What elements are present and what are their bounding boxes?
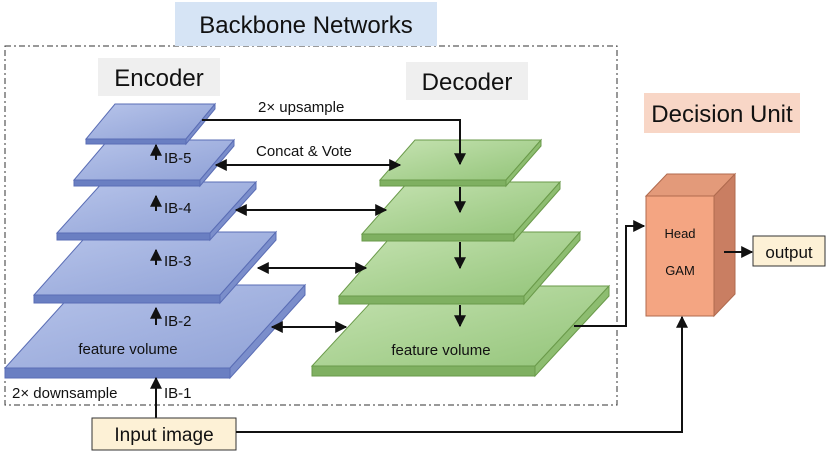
- downsample-label: 2× downsample: [12, 385, 117, 402]
- decoder-feature-volume: feature volume: [391, 342, 490, 359]
- output-label: output: [765, 243, 813, 262]
- input-image-box: [91, 417, 237, 451]
- input-image-label: Input image: [114, 425, 213, 446]
- decoder-to-head-arrow: [574, 220, 646, 327]
- ib3-label: IB-3: [164, 253, 192, 270]
- upsample-label: 2× upsample: [258, 99, 344, 116]
- decoder-title-bg: [406, 62, 528, 100]
- output-box: [752, 235, 826, 267]
- ib1-label: IB-1: [164, 385, 192, 402]
- decision-title: Decision Unit: [651, 101, 793, 128]
- decoder-title: Decoder: [422, 69, 513, 96]
- encoder-title: Encoder: [114, 65, 203, 92]
- ib4-label: IB-4: [164, 200, 192, 217]
- concat-label: Concat & Vote: [256, 143, 352, 160]
- gam-label: GAM: [665, 263, 695, 278]
- backbone-title: Backbone Networks: [199, 12, 412, 39]
- input-to-gam-arrow: [236, 315, 688, 433]
- backbone-title-bg: [175, 2, 437, 46]
- upsample-arrow: [202, 119, 466, 166]
- ib5-label: IB-5: [164, 150, 192, 167]
- decision-cube: [644, 172, 737, 318]
- decision-title-bg: [644, 93, 800, 133]
- encoder-plate-base: [3, 283, 307, 380]
- encoder-title-bg: [98, 58, 220, 96]
- encoder-plate-2: [72, 138, 236, 188]
- encoder-feature-volume: feature volume: [78, 341, 177, 358]
- ib2-label: IB-2: [164, 313, 192, 330]
- encoder-plate-1: [84, 102, 217, 146]
- backbone-boundary: [4, 45, 618, 406]
- head-label: Head: [664, 226, 695, 241]
